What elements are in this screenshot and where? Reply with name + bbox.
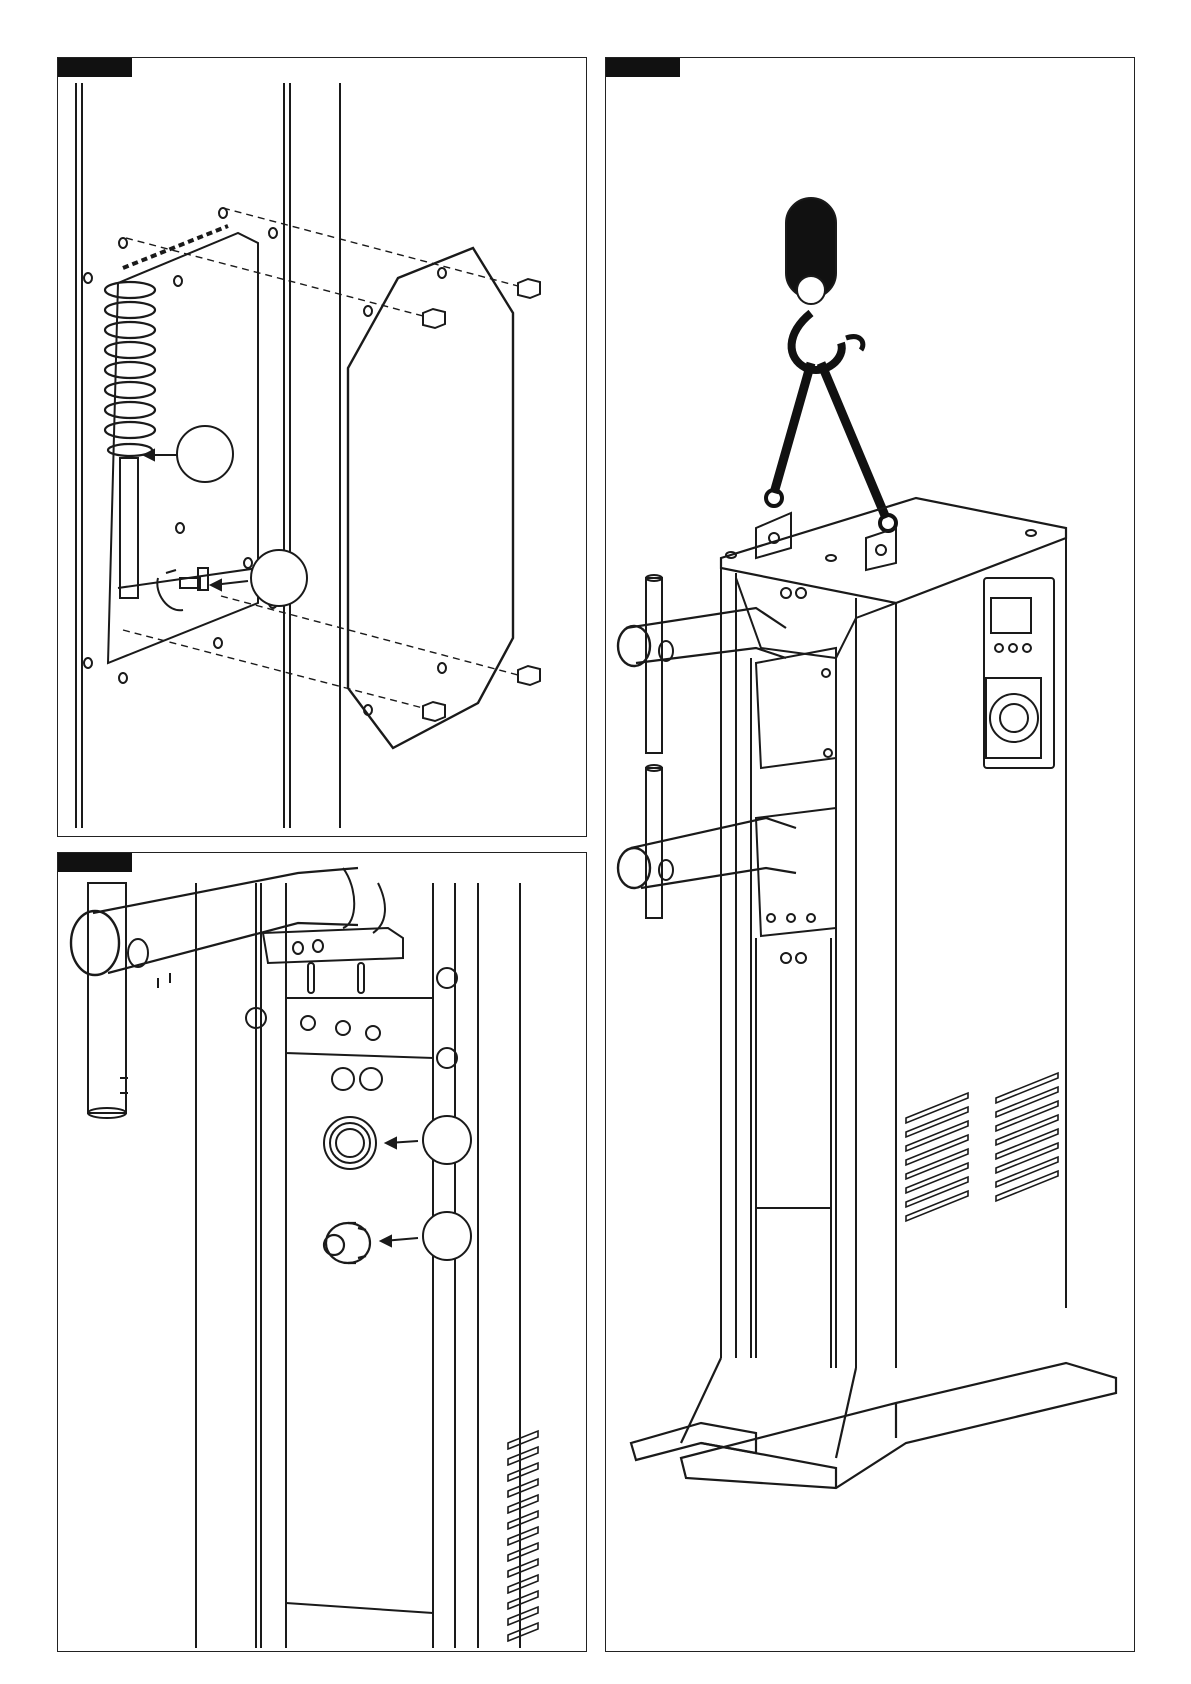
panel-bottom-left	[57, 852, 587, 1652]
spring-icon	[105, 282, 155, 456]
cover-plate	[348, 248, 513, 748]
base-frame	[631, 1358, 1116, 1488]
lifting-sling-icon	[774, 363, 886, 518]
connector-knob-icon	[324, 1223, 370, 1263]
main-switch-icon	[990, 694, 1038, 742]
electrode-arm-connections-illustration	[58, 853, 587, 1652]
vent-louvre-icon	[508, 1431, 538, 1641]
vent-louvre-icon	[906, 1073, 1058, 1221]
lifting-machine-illustration	[606, 58, 1135, 1652]
valve-fitting-icon	[157, 568, 208, 610]
panel-top-left	[57, 57, 587, 837]
control-panel	[984, 578, 1054, 768]
lifting-hook-icon	[786, 198, 863, 370]
callout-circle-icon	[423, 1116, 471, 1260]
display-screen	[991, 598, 1031, 633]
panel-right	[605, 57, 1135, 1652]
screw-icon	[423, 279, 540, 721]
side-panel-removal-illustration	[58, 58, 587, 837]
water-port-ring-icon	[324, 1117, 376, 1169]
arm-end-cap	[71, 911, 119, 975]
